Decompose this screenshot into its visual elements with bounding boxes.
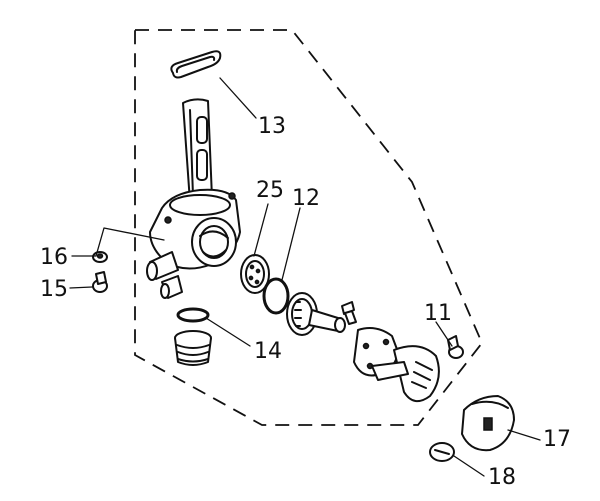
callout-15: 15 xyxy=(40,277,68,302)
callout-11: 11 xyxy=(424,301,452,326)
o-ring-14 xyxy=(176,307,210,323)
filter-cup xyxy=(174,330,212,366)
callout-16: 16 xyxy=(40,245,68,270)
callout-17: 17 xyxy=(543,427,571,452)
screw-11 xyxy=(447,335,464,359)
callout-12: 12 xyxy=(292,186,320,211)
callout-18: 18 xyxy=(488,465,516,490)
callout-14: 14 xyxy=(254,339,282,364)
screw-upper xyxy=(341,301,357,325)
leader-lines xyxy=(69,77,541,477)
petcock-body xyxy=(146,188,241,299)
knob-17 xyxy=(461,395,515,452)
bolt-15 xyxy=(92,271,108,293)
screw-18 xyxy=(429,442,455,462)
o-ring-12 xyxy=(262,277,290,315)
washer-16 xyxy=(92,251,108,263)
lever-plate xyxy=(353,327,440,403)
assembly-boundary xyxy=(134,29,484,426)
gasket-13 xyxy=(170,50,222,79)
diaphragm-25 xyxy=(240,254,270,294)
fuel-standpipe xyxy=(182,98,213,203)
callout-25: 25 xyxy=(256,178,284,203)
callout-13: 13 xyxy=(258,114,286,139)
valve-spool xyxy=(286,292,346,336)
